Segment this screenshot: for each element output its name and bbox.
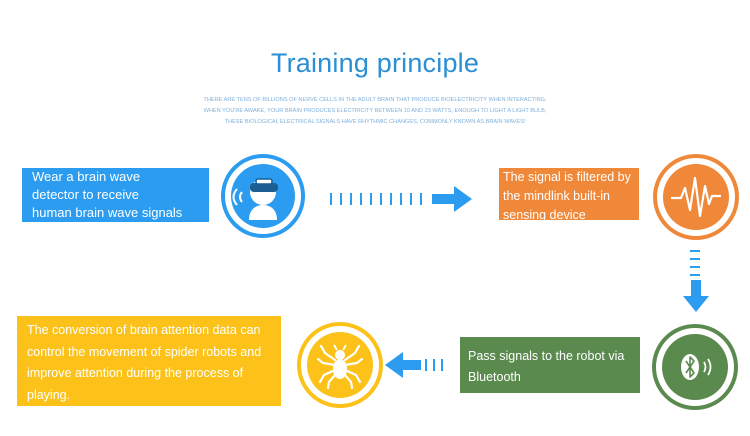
waveform-icon	[663, 164, 729, 230]
subtitle-line: WHEN YOU'RE AWAKE, YOUR BRAIN PRODUCES E…	[203, 108, 547, 114]
step-pass-box: Pass signals to the robot via Bluetooth	[460, 337, 640, 393]
step-pass-circle	[652, 324, 738, 410]
step-conversion-line: playing.	[27, 387, 71, 402]
step-filter-line: sensing device	[503, 208, 586, 220]
bluetooth-icon	[662, 334, 728, 400]
step-pass-line: Pass signals to the robot via	[468, 349, 625, 363]
arrow-down-head	[683, 280, 709, 312]
step-conversion-line: The conversion of brain attention data c…	[27, 323, 261, 337]
step-filter-line: the mindlink built-in	[503, 189, 610, 203]
subtitle: THERE ARE TENS OF BILLIONS OF NERVE CELL…	[150, 95, 600, 128]
step-pass-line: Bluetooth	[468, 370, 521, 384]
arrow-right-head	[432, 186, 472, 212]
step-wear-line: human brain wave signals	[32, 205, 183, 220]
subtitle-line: THESE BIOLOGICAL ELECTRICAL SIGNALS HAVE…	[224, 119, 526, 125]
step-wear-box: Wear a brain wave detector to receive hu…	[22, 168, 209, 222]
step-conversion-line: improve attention during the process of	[27, 366, 244, 380]
step-conversion-box: The conversion of brain attention data c…	[17, 316, 281, 406]
step-wear-line: detector to receive	[32, 187, 139, 202]
step-conversion-line: control the movement of spider robots an…	[27, 344, 262, 359]
step-filter-line: The signal is filtered by	[503, 170, 631, 184]
step-filter-box: The signal is filtered by the mindlink b…	[499, 168, 639, 220]
arrow-left-head	[385, 352, 421, 378]
subtitle-line: THERE ARE TENS OF BILLIONS OF NERVE CELL…	[203, 97, 547, 103]
spider-icon	[307, 332, 373, 398]
step-conversion-circle	[297, 322, 383, 408]
step-wear-circle	[221, 154, 305, 238]
step-filter-circle	[653, 154, 739, 240]
head-headset-icon	[231, 164, 295, 228]
step-wear-line: Wear a brain wave	[32, 169, 141, 184]
page-title: Training principle	[270, 48, 480, 78]
